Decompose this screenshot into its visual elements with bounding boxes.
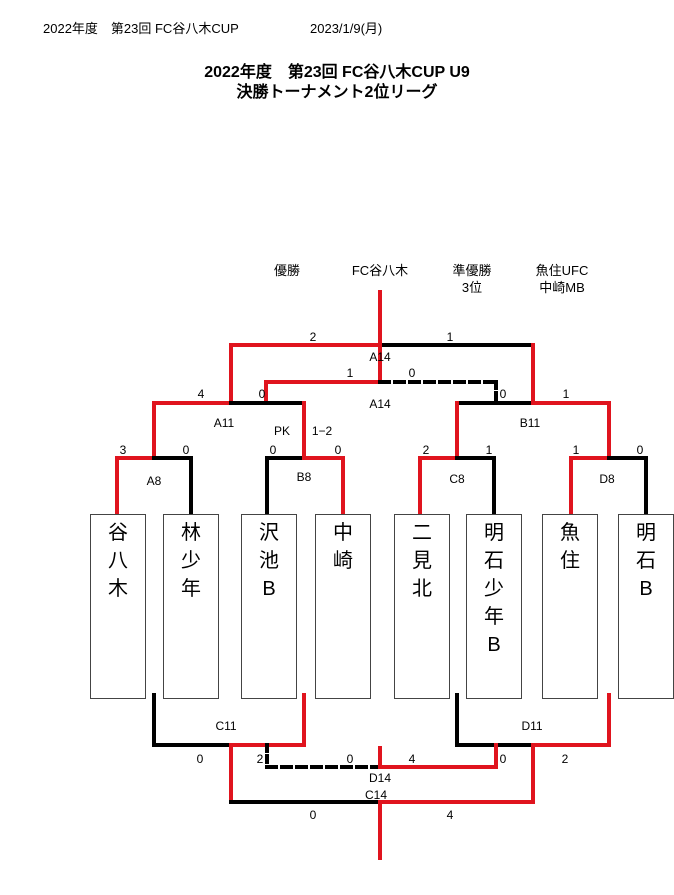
team-box-futami-kita: 二見北 — [394, 514, 450, 699]
pk-label: PK — [273, 424, 291, 438]
team-name-char: 住 — [560, 550, 580, 572]
team-box-hayashi: 林少年 — [163, 514, 219, 699]
score-d14-right: 4 — [408, 752, 416, 766]
score-d8-right: 0 — [636, 443, 644, 457]
match-label-a8: A8 — [146, 474, 162, 488]
match-label-c14: C14 — [364, 788, 388, 802]
header-date: 2023/1/9(月) — [310, 21, 383, 36]
score-a8-left: 3 — [119, 443, 127, 457]
team-box-uozumi: 魚住 — [542, 514, 598, 699]
score-b8-left: 0 — [269, 443, 277, 457]
page-subtitle: 決勝トーナメント2位リーグ — [236, 84, 438, 101]
third-team: 中崎MB — [539, 280, 585, 295]
team-name-char: 谷 — [108, 522, 128, 544]
third-label: 3位 — [461, 280, 483, 295]
team-name-char: 年 — [181, 578, 201, 600]
runner-up-team: 魚住UFC — [535, 263, 589, 278]
match-label-b11: B11 — [519, 416, 541, 430]
score-d8-left: 1 — [572, 443, 580, 457]
score-c8-right: 1 — [485, 443, 493, 457]
team-name-char: 北 — [412, 578, 432, 600]
score-semi-right: 0 — [408, 366, 416, 380]
score-c11-left: 0 — [196, 752, 204, 766]
header-event: 2022年度 第23回 FC谷八木CUP — [43, 21, 239, 36]
score-d14-left: 0 — [346, 752, 354, 766]
pk-score: 1−2 — [311, 424, 333, 438]
score-a11-right: 0 — [258, 387, 266, 401]
score-d11-right: 2 — [561, 752, 569, 766]
team-name-char: 崎 — [333, 550, 353, 572]
team-name-nakazaki: 中崎 — [316, 515, 370, 575]
team-name-char: 石 — [636, 550, 656, 572]
team-name-char: 中 — [333, 522, 353, 544]
team-name-char: 少 — [484, 578, 504, 600]
match-label-a14-second: A14 — [369, 397, 391, 411]
team-name-char: 八 — [108, 550, 128, 572]
team-name-char: 明 — [484, 522, 504, 544]
team-name-futami-kita: 二見北 — [395, 515, 449, 603]
match-label-c8: C8 — [449, 472, 465, 486]
team-name-char: 年 — [484, 606, 504, 628]
winner-team: FC谷八木 — [351, 263, 409, 278]
team-name-char: 明 — [636, 522, 656, 544]
team-name-char: B — [262, 578, 276, 600]
team-name-char: 木 — [108, 578, 128, 600]
score-b8-right: 0 — [334, 443, 342, 457]
winner-label: 優勝 — [273, 263, 301, 278]
score-c14-left: 0 — [309, 808, 317, 822]
score-d11-left: 0 — [499, 752, 507, 766]
team-name-char: 石 — [484, 550, 504, 572]
score-c14-right: 4 — [446, 808, 454, 822]
team-name-tanigyagi: 谷八木 — [91, 515, 145, 603]
team-name-char: B — [487, 634, 501, 656]
team-name-char: B — [639, 578, 653, 600]
team-name-char: 少 — [181, 550, 201, 572]
team-box-tanigyagi: 谷八木 — [90, 514, 146, 699]
match-label-c11: C11 — [215, 719, 237, 733]
score-semi-left: 1 — [346, 366, 354, 380]
score-b11-left: 0 — [499, 387, 507, 401]
match-label-a11: A11 — [213, 416, 235, 430]
team-name-char: 池 — [259, 550, 279, 572]
score-a8-right: 0 — [182, 443, 190, 457]
team-name-char: 見 — [412, 550, 432, 572]
page-title: 2022年度 第23回 FC谷八木CUP U9 — [204, 64, 470, 81]
team-name-hayashi: 林少年 — [164, 515, 218, 603]
match-label-d8: D8 — [599, 472, 615, 486]
match-label-d14: D14 — [368, 771, 392, 785]
score-a11-left: 4 — [197, 387, 205, 401]
team-name-char: 林 — [181, 522, 201, 544]
team-name-uozumi: 魚住 — [543, 515, 597, 575]
team-name-char: 沢 — [259, 522, 279, 544]
score-final-right: 1 — [446, 330, 454, 344]
score-b11-right: 1 — [562, 387, 570, 401]
score-c8-left: 2 — [422, 443, 430, 457]
runner-up-label: 準優勝 — [452, 263, 492, 278]
team-name-char: 魚 — [560, 522, 580, 544]
score-final-left: 2 — [309, 330, 317, 344]
score-c11-right: 2 — [256, 752, 264, 766]
match-label-b8: B8 — [296, 470, 312, 484]
match-label-d11: D11 — [521, 719, 543, 733]
team-name-char: 二 — [412, 522, 432, 544]
team-box-nakazaki: 中崎 — [315, 514, 371, 699]
match-label-a14: A14 — [369, 350, 391, 364]
